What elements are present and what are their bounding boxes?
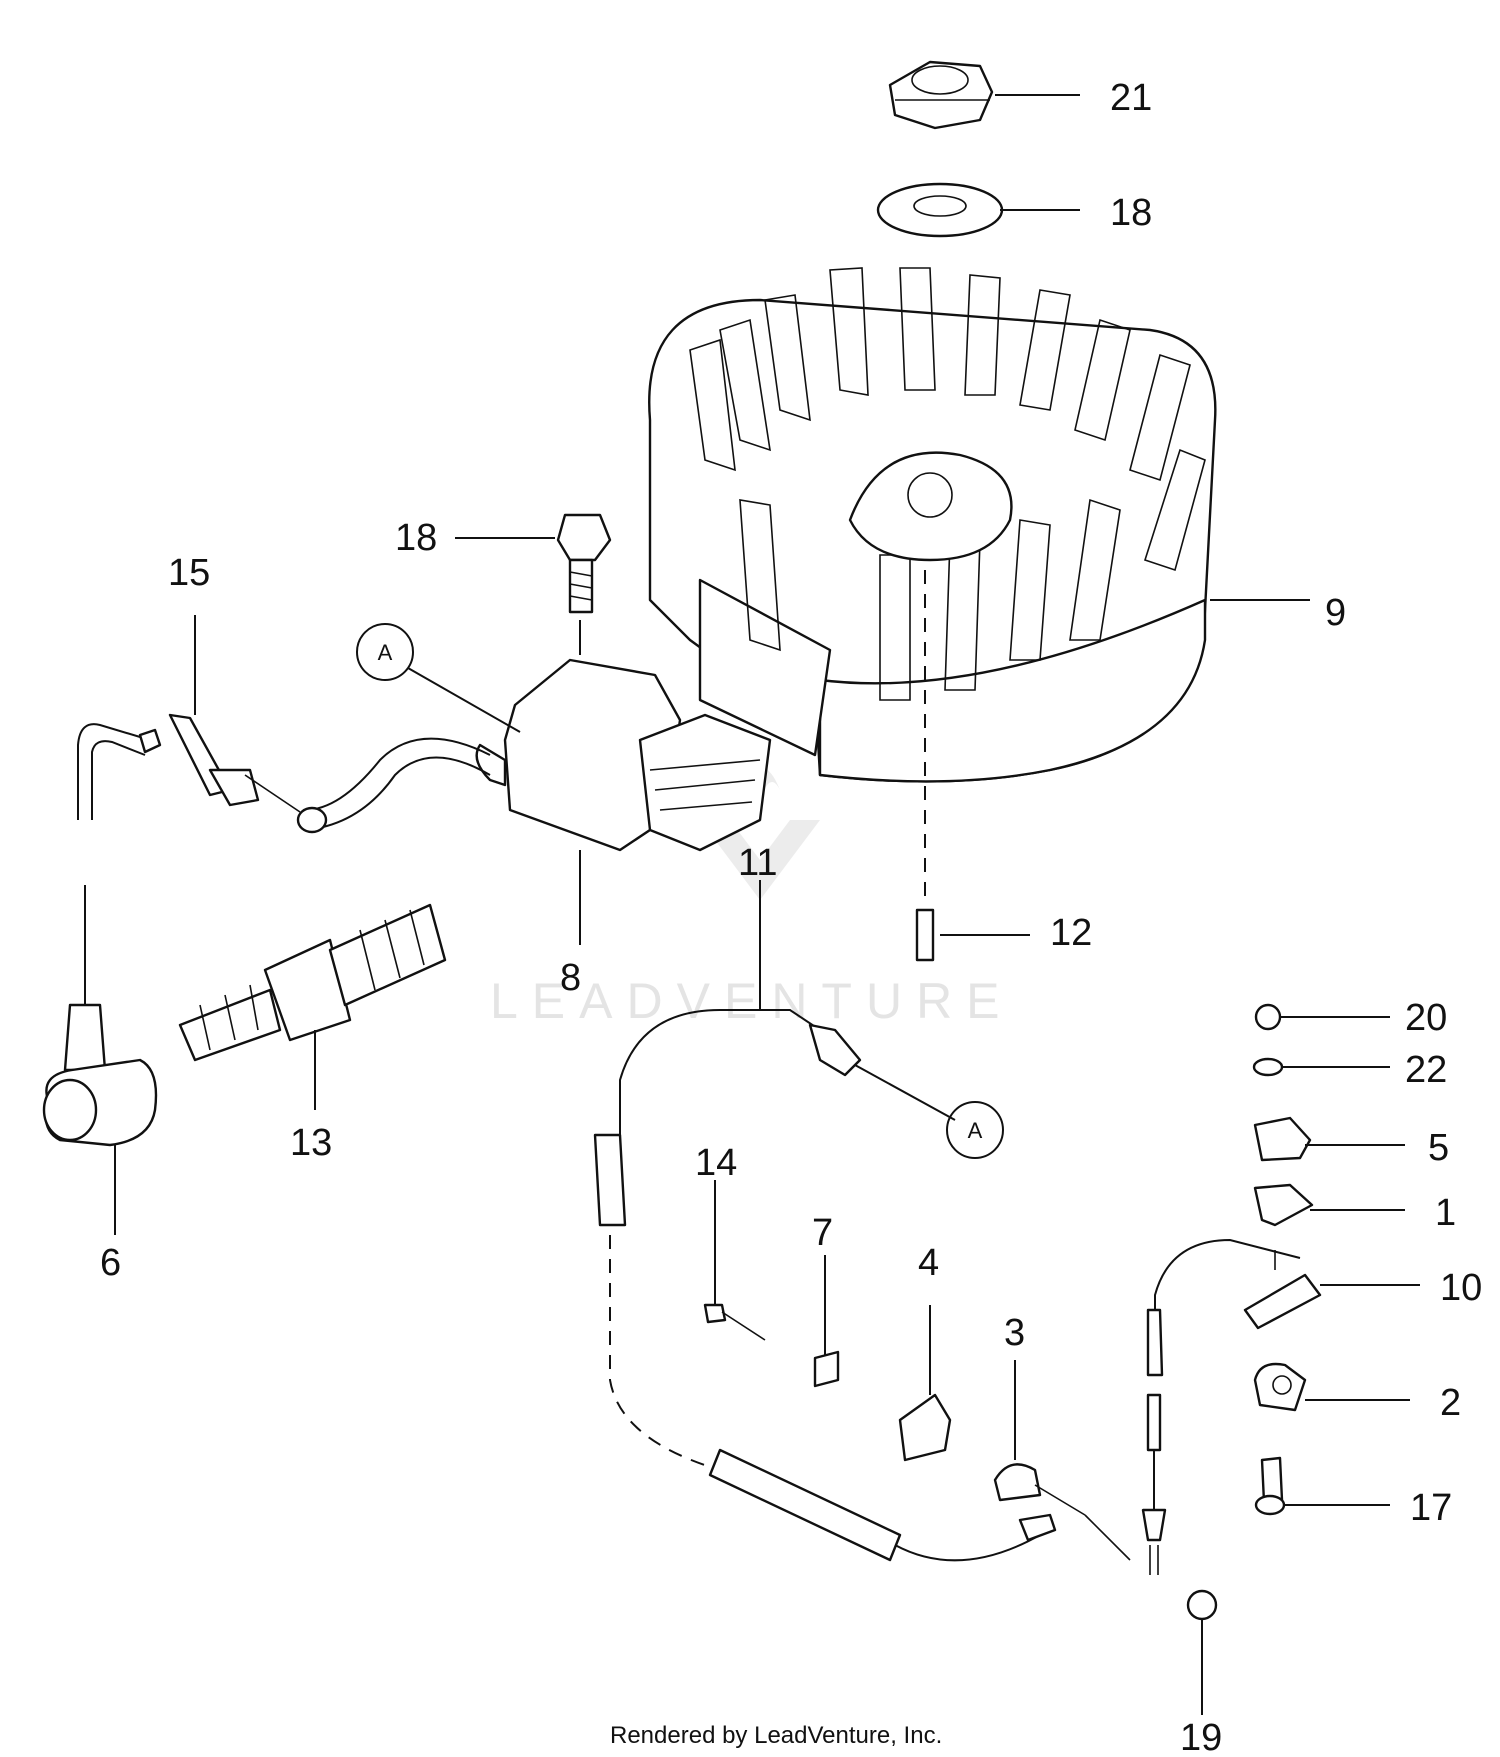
watermark-text: LEADVENTURE bbox=[490, 973, 1014, 1029]
nut-20 bbox=[1254, 1003, 1390, 1031]
rendered-by-footer: Rendered by LeadVenture, Inc. bbox=[610, 1722, 942, 1749]
label-13: 13 bbox=[290, 1122, 332, 1164]
part-labels: 21 18 18 15 9 8 11 12 13 6 20 22 5 1 10 … bbox=[100, 77, 1482, 1757]
label-12: 12 bbox=[1050, 912, 1092, 954]
block-5 bbox=[1253, 1116, 1405, 1162]
flywheel-9 bbox=[648, 267, 1310, 783]
label-4: 4 bbox=[918, 1242, 939, 1284]
label-20: 20 bbox=[1405, 997, 1447, 1039]
stop-wire-11 bbox=[593, 880, 1057, 1562]
plug-boot-6 bbox=[42, 885, 158, 1235]
label-7: 7 bbox=[812, 1212, 833, 1254]
lower-cable bbox=[1141, 1393, 1167, 1575]
label-1: 1 bbox=[1435, 1192, 1456, 1234]
label-17: 17 bbox=[1410, 1487, 1452, 1529]
screw-17 bbox=[1254, 1456, 1390, 1516]
label-3: 3 bbox=[1004, 1312, 1025, 1354]
label-2: 2 bbox=[1440, 1382, 1461, 1424]
label-9: 9 bbox=[1325, 592, 1346, 634]
callout-a-lower: A bbox=[854, 1064, 1004, 1159]
nut-19 bbox=[1186, 1589, 1218, 1715]
label-5: 5 bbox=[1428, 1127, 1449, 1169]
bolt-18 bbox=[455, 513, 612, 614]
callout-a-upper: A bbox=[356, 623, 521, 733]
label-19: 19 bbox=[1180, 1717, 1222, 1757]
svg-text:A: A bbox=[968, 1118, 983, 1143]
plug-wire-15 bbox=[77, 615, 301, 820]
ignition-module-8 bbox=[296, 620, 772, 945]
label-22: 22 bbox=[1405, 1049, 1447, 1091]
label-8: 8 bbox=[560, 957, 581, 999]
cable-clamp-3 bbox=[993, 1360, 1131, 1561]
screw-22 bbox=[1252, 1057, 1390, 1077]
svg-text:A: A bbox=[378, 640, 393, 665]
tab-7 bbox=[813, 1255, 840, 1388]
label-18-washer: 18 bbox=[1110, 192, 1152, 234]
switch-housing-2 bbox=[1253, 1362, 1410, 1412]
clip-14 bbox=[703, 1180, 766, 1341]
grommet-4 bbox=[898, 1305, 952, 1462]
flywheel-fins bbox=[689, 267, 1206, 701]
label-18-bolt: 18 bbox=[395, 517, 437, 559]
spark-plug-13 bbox=[178, 903, 447, 1110]
bracket-1 bbox=[1253, 1183, 1405, 1227]
hex-nut-21 bbox=[888, 60, 1080, 130]
label-6: 6 bbox=[100, 1242, 121, 1284]
label-11: 11 bbox=[738, 842, 777, 884]
washer-18 bbox=[876, 182, 1080, 238]
flywheel-key-12 bbox=[915, 570, 1030, 962]
label-21: 21 bbox=[1110, 77, 1152, 119]
stop-switch-10 bbox=[1146, 1238, 1420, 1377]
label-10: 10 bbox=[1440, 1267, 1482, 1309]
label-14: 14 bbox=[695, 1142, 737, 1184]
watermark: LEADVENTURE bbox=[490, 767, 1014, 1029]
label-15: 15 bbox=[168, 552, 210, 594]
